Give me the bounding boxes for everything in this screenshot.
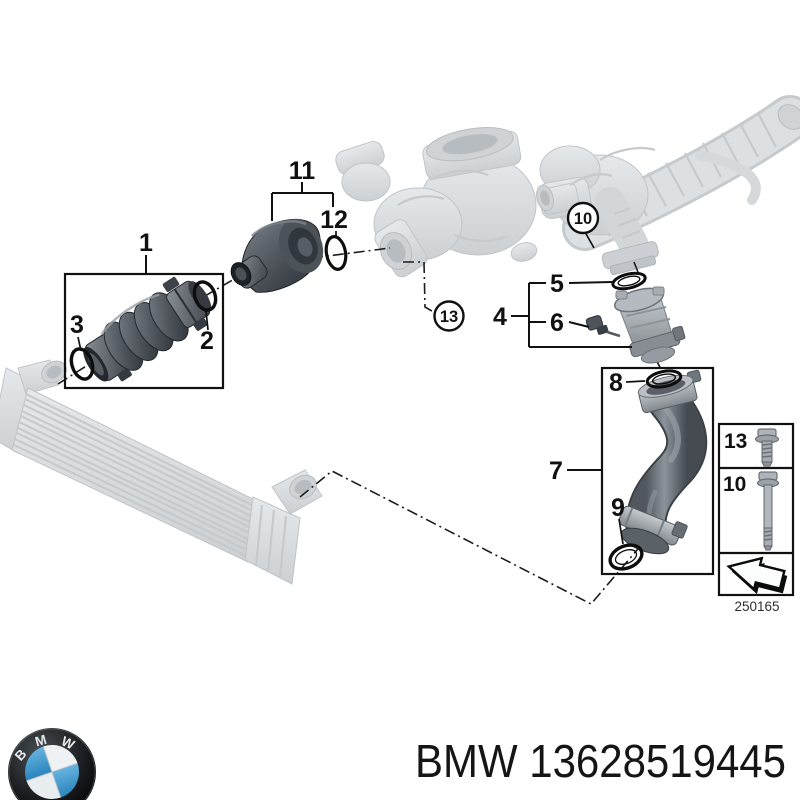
sensor-part6 [585, 315, 621, 338]
resonator-part11 [230, 218, 324, 293]
throttle-body-part4 [585, 286, 686, 364]
intercooler-fins [13, 393, 255, 558]
o-ring-9 [608, 543, 644, 571]
callout-2: 2 [200, 327, 214, 355]
bmw-logo: B M W [8, 728, 96, 800]
callout-1: 1 [139, 229, 153, 257]
legend-num-10: 10 [723, 473, 746, 496]
long-bolt-icon [757, 471, 779, 551]
o-ring-8 [645, 369, 683, 389]
turbocharger-ghost [335, 127, 538, 278]
svg-text:10: 10 [574, 210, 592, 228]
callout-labels: 1 2 3 4 5 6 7 8 9 11 12 13 10 [70, 157, 625, 522]
circled-callout-13: 13 [433, 300, 465, 332]
legend-num-13: 13 [724, 430, 747, 453]
circled-callout-10: 10 [566, 201, 600, 235]
legend-box: 13 10 250165 [717, 422, 795, 614]
callout-3: 3 [70, 311, 84, 339]
callout-7: 7 [549, 457, 563, 485]
callout-8: 8 [609, 369, 623, 397]
callout-boxes-and-leaders [63, 182, 715, 576]
o-ring-12 [324, 235, 348, 271]
o-ring-3 [69, 347, 95, 381]
short-bolt-icon [755, 428, 779, 467]
intake-manifold-ghost [536, 95, 800, 276]
seals [69, 235, 683, 571]
o-ring-2 [192, 280, 218, 312]
bmw-letter-m: M [33, 732, 48, 750]
bmw-letter-w: W [59, 733, 77, 752]
callout-12: 12 [320, 206, 348, 234]
gasket-5 [611, 271, 647, 291]
callout-6: 6 [550, 309, 564, 337]
drawing-number: 250165 [734, 599, 779, 614]
pipe-lower-clamp [618, 505, 688, 546]
callout-11: 11 [289, 157, 316, 185]
intercooler-ghost [0, 359, 323, 585]
charge-air-hose-part1 [83, 276, 212, 382]
svg-text:13: 13 [440, 308, 458, 326]
charge-air-pipe-part7 [618, 369, 708, 555]
bmw-roundel-quadrants [25, 745, 79, 799]
part-number-label: BMW 13628519445 [415, 735, 786, 787]
arrow-front-left-icon [726, 556, 788, 595]
callout-9: 9 [611, 494, 625, 522]
group-box-1 [63, 272, 225, 390]
callout-4: 4 [493, 303, 507, 331]
callout-5: 5 [550, 270, 564, 298]
